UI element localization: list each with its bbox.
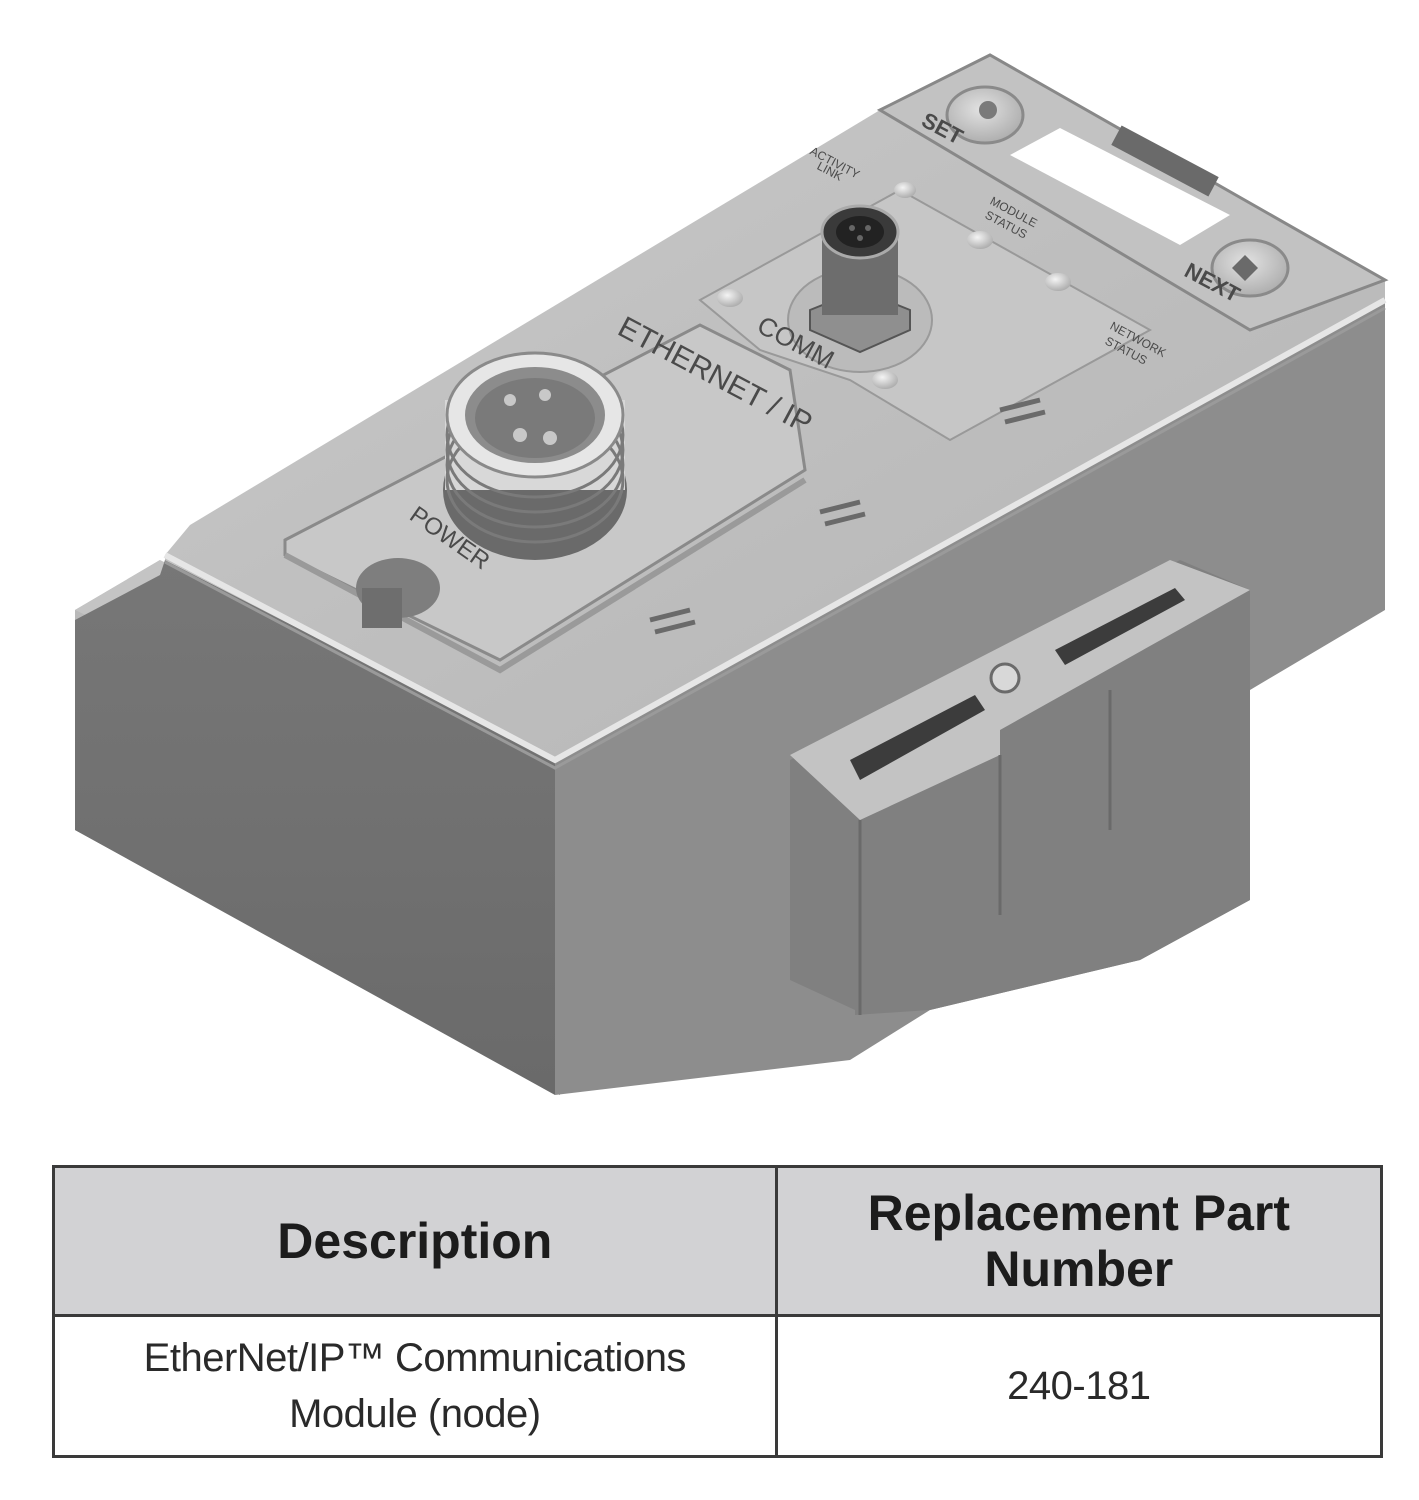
bus-socket-right (1055, 588, 1185, 665)
header-description-text: Description (277, 1213, 553, 1269)
brand-logo (1111, 125, 1219, 197)
header-part-number-line2: Number (984, 1241, 1174, 1297)
bus-connector-module (790, 560, 1250, 1015)
part-number-value: 240-181 (1007, 1364, 1151, 1408)
screw-icon (989, 662, 1021, 694)
cell-part-number: 240-181 (774, 1314, 1384, 1458)
lcd-display (1010, 128, 1230, 245)
arrow-icon (1232, 255, 1258, 281)
product-illustration: SET NEXT ACTIVITY LINK MODULE STATUS NET… (75, 53, 1389, 1095)
description-line1: EtherNet/IP™ Communications (143, 1336, 687, 1380)
header-part-number: Replacement Part Number (774, 1165, 1384, 1317)
led-comm-left (717, 289, 743, 307)
power-connector (443, 351, 627, 560)
led-activity-link (894, 182, 916, 198)
front-face (75, 560, 555, 1095)
description-line2: Module (node) (289, 1392, 541, 1436)
bus-socket-left (850, 695, 985, 780)
parts-table: Description Replacement Part Number Ethe… (52, 1165, 1384, 1458)
comm-connector (787, 204, 933, 373)
led-module-status (967, 231, 993, 249)
led-network-status (1045, 273, 1071, 291)
led-comm-bottom (872, 371, 898, 389)
cell-description: EtherNet/IP™ Communications Module (node… (52, 1314, 778, 1458)
header-description: Description (52, 1165, 778, 1317)
latch-marks (649, 397, 1046, 635)
table-header-row: Description Replacement Part Number (52, 1165, 1384, 1317)
header-part-number-line1: Replacement Part (867, 1185, 1290, 1241)
mounting-hole (356, 558, 440, 628)
table-row: EtherNet/IP™ Communications Module (node… (52, 1314, 1384, 1458)
